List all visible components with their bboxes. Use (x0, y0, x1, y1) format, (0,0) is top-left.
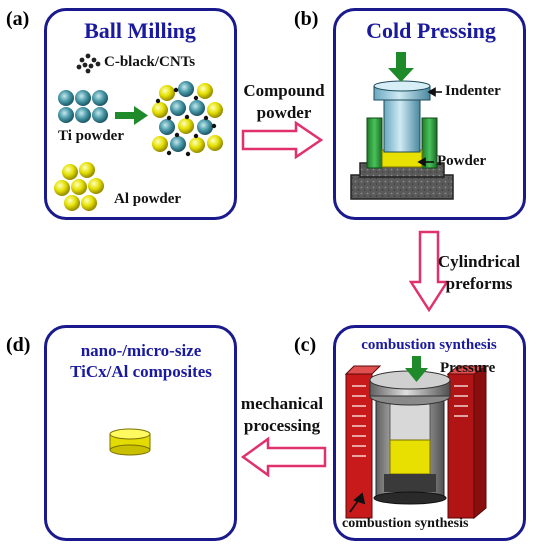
flow-label-a-to-b-line2: powder (256, 103, 312, 122)
press-down-arrow-icon (388, 52, 414, 82)
panel-a-title: Ball Milling (84, 18, 196, 43)
flow-label-a-to-b: Compound powder (234, 80, 334, 124)
ti-powder-label: Ti powder (58, 128, 124, 144)
flow-label-b-to-c-line2: preforms (445, 274, 513, 293)
panel-d-tag: (d) (6, 334, 31, 356)
panel-b-title: Cold Pressing (366, 18, 496, 43)
mixed-powder-particles (152, 81, 223, 157)
flow-label-c-to-d-line2: processing (243, 416, 321, 435)
panel-c-title: combustion synthesis (361, 337, 497, 353)
mixing-arrow-icon (115, 106, 148, 125)
al-powder-particles (54, 162, 104, 211)
flow-label-b-to-c: Cylindrical preforms (426, 251, 532, 295)
panel-d-title-line1: nano-/micro-size (80, 341, 202, 360)
carbon-particles-icon (76, 53, 101, 74)
ti-powder-particles (58, 90, 108, 123)
composite-pellet-icon (109, 428, 151, 456)
flow-arrow-c-to-d (240, 436, 327, 478)
pressure-label: Pressure (440, 360, 496, 376)
panel-a-tag: (a) (6, 8, 30, 30)
panel-d-title: nano-/micro-size TiCx/Al composites (48, 340, 234, 382)
flow-label-b-to-c-line1: Cylindrical (437, 252, 521, 271)
panel-d-title-line2: TiCx/Al composites (70, 362, 212, 381)
panel-b-tag: (b) (294, 8, 319, 30)
indenter-pointer (427, 87, 442, 97)
powder-pointer (417, 157, 434, 167)
combustion-bottom-label: combustion synthesis (342, 516, 469, 531)
pressure-arrow-icon (405, 356, 428, 382)
indenter-label: Indenter (445, 83, 501, 99)
al-powder-label: Al powder (114, 191, 182, 207)
panel-c-tag: (c) (294, 334, 317, 356)
flow-arrow-a-to-b (241, 120, 324, 160)
cold-pressing-die (350, 80, 454, 200)
flow-label-a-to-b-line1: Compound (243, 81, 325, 100)
flow-label-c-to-d: mechanical processing (230, 393, 334, 437)
flow-arrow-b-to-c (408, 230, 450, 313)
carbon-label: C-black/CNTs (104, 54, 196, 70)
combustion-pointer-arrow (349, 492, 366, 513)
combustion-furnace (344, 365, 488, 520)
flow-label-c-to-d-line1: mechanical (240, 394, 324, 413)
powder-label: Powder (437, 153, 487, 169)
